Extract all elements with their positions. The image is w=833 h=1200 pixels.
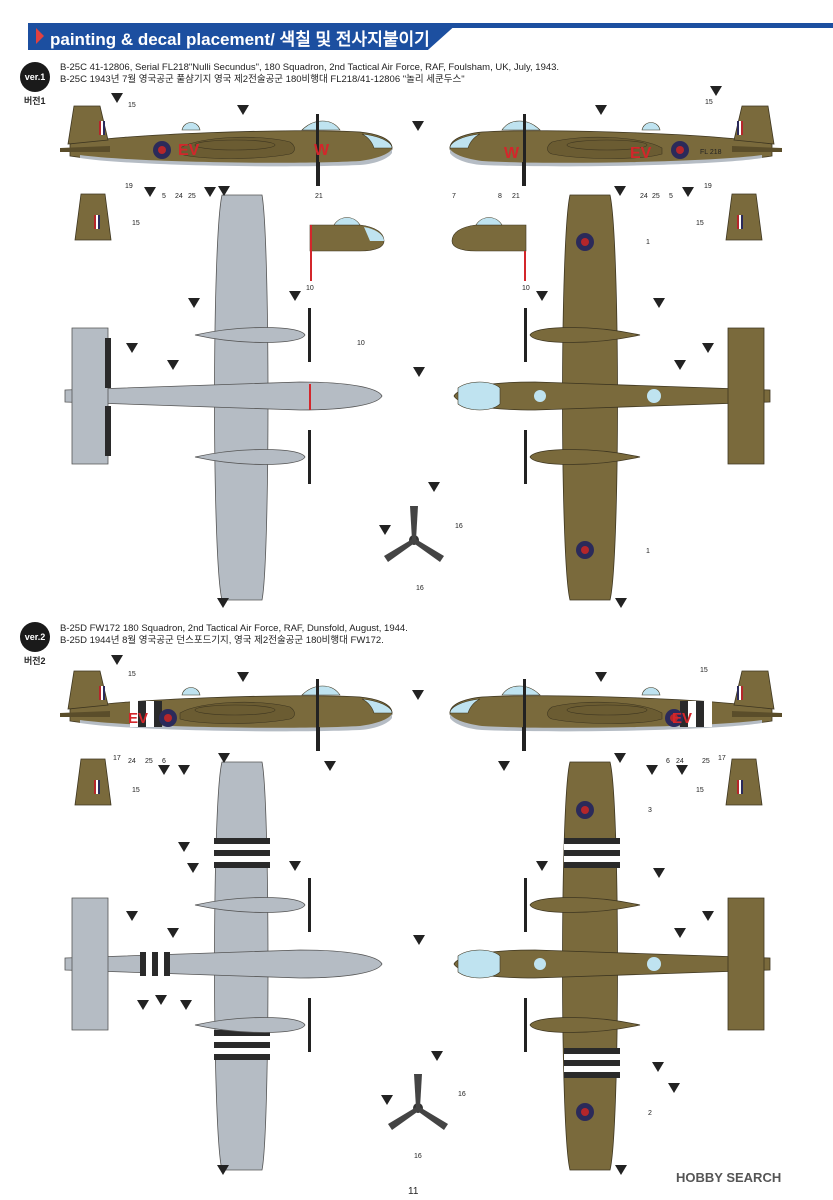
svg-text:24: 24 [128, 758, 136, 765]
svg-text:5: 5 [669, 193, 673, 200]
svg-text:24: 24 [175, 193, 183, 200]
watermark: HOBBY SEARCH [676, 1170, 782, 1185]
svg-text:2: 2 [648, 1110, 652, 1117]
svg-text:17: 17 [113, 755, 121, 762]
svg-text:25: 25 [145, 758, 153, 765]
version-2-caption-ko: B-25D 1944년 8월 영국공군 던스포드기지, 영국 제2전술공군 18… [60, 635, 384, 646]
v1-left-profile: EV W [59, 105, 393, 187]
svg-text:5: 5 [162, 193, 166, 200]
svg-text:15: 15 [700, 667, 708, 674]
v1-underside-plan [64, 194, 383, 601]
svg-text:15: 15 [128, 671, 136, 678]
v1-left-w: W [314, 142, 330, 159]
svg-text:10: 10 [522, 285, 530, 292]
version-2-sublabel: 버전2 [24, 656, 46, 666]
svg-text:16: 16 [416, 585, 424, 592]
svg-text:15: 15 [696, 787, 704, 794]
svg-text:15: 15 [705, 99, 713, 106]
svg-text:24: 24 [640, 193, 648, 200]
svg-text:19: 19 [704, 183, 712, 190]
page-title: painting & decal placement/ 색칠 및 전사지붙이기 [50, 30, 430, 49]
flag-icon [36, 28, 44, 44]
version-1-sublabel: 버전1 [24, 96, 46, 106]
svg-text:3: 3 [648, 807, 652, 814]
svg-text:15: 15 [128, 102, 136, 109]
svg-text:25: 25 [188, 193, 196, 200]
svg-text:10: 10 [306, 285, 314, 292]
v1-right-w: W [504, 145, 520, 162]
svg-text:19: 19 [125, 183, 133, 190]
svg-text:17: 17 [718, 755, 726, 762]
svg-text:8: 8 [498, 193, 502, 200]
svg-text:21: 21 [315, 193, 323, 200]
svg-text:24: 24 [676, 758, 684, 765]
svg-text:6: 6 [162, 758, 166, 765]
svg-text:25: 25 [652, 193, 660, 200]
version-1-caption-ko: B-25C 1943년 7월 영국공군 풀샴기지 영국 제2전술공군 180비행… [60, 74, 465, 85]
v1-serial: FL 218 [700, 149, 722, 156]
svg-text:15: 15 [132, 787, 140, 794]
v2-right-profile [449, 670, 783, 752]
version-2-caption-en: B-25D FW172 180 Squadron, 2nd Tactical A… [60, 623, 408, 634]
svg-text:1: 1 [646, 548, 650, 555]
v1-callouts: 15 15 19 5 24 25 21 7 8 21 24 25 5 19 15… [111, 86, 722, 608]
svg-text:25: 25 [702, 758, 710, 765]
svg-text:16: 16 [455, 523, 463, 530]
v2-upper-plan [453, 761, 771, 1171]
version-1-badge: ver.1 [20, 62, 50, 92]
v2-callouts: 15 15 17 24 25 6 6 24 25 17 15 15 3 [111, 655, 726, 1175]
v1-upper-plan [453, 194, 771, 601]
page-number: 11 [408, 1186, 419, 1197]
svg-text:16: 16 [414, 1153, 422, 1160]
svg-text:6: 6 [666, 758, 670, 765]
svg-text:1: 1 [646, 239, 650, 246]
v2-left-code: EV [128, 710, 148, 727]
svg-text:15: 15 [696, 220, 704, 227]
title-bar [28, 23, 458, 50]
header: painting & decal placement/ 색칠 및 전사지붙이기 [0, 10, 833, 50]
v1-right-profile [449, 105, 783, 187]
v2-right-code: EV [672, 710, 692, 727]
svg-text:21: 21 [512, 193, 520, 200]
version-2-badge: ver.2 [20, 622, 50, 652]
svg-text:10: 10 [357, 340, 365, 347]
v1-left-code: EV [178, 142, 200, 159]
v2-underside-plan [64, 761, 383, 1171]
title-rule [440, 23, 833, 28]
v2-left-profile: EV [59, 670, 393, 752]
version-1-caption-en: B-25C 41-12806, Serial FL218"Nulli Secun… [60, 62, 560, 73]
v2-propeller [388, 1074, 448, 1130]
svg-text:15: 15 [132, 220, 140, 227]
svg-text:16: 16 [458, 1091, 466, 1098]
v1-right-code: EV [630, 145, 652, 162]
svg-text:7: 7 [452, 193, 456, 200]
v1-propeller [384, 506, 444, 562]
